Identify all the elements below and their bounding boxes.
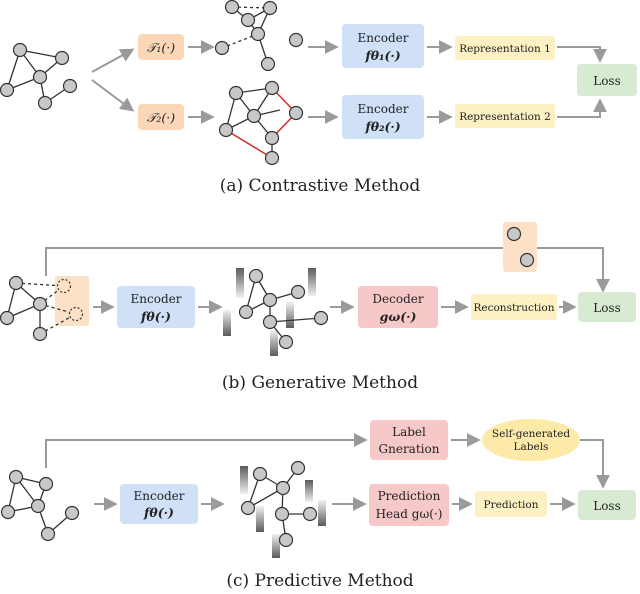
prediction-label: Prediction [484,499,539,511]
generative-decoder: Decoder gω(·) [358,286,438,328]
predictive-loss-label: Loss [593,499,621,513]
representation-2-box: Representation 2 [455,104,555,128]
prediction-head-box: Prediction Head gω(·) [369,484,449,526]
caption-generative: (b) Generative Method [222,373,418,393]
self-labels-line1: Self-generated [492,428,570,440]
augmentation-t2-box: 𝒯₂(·) [138,104,184,130]
caption-predictive: (c) Predictive Method [226,571,413,591]
encoder-2-func: fθ₂(·) [364,119,400,134]
predictive-input-graph [0,469,80,542]
decoder-title: Decoder [372,292,423,306]
label-generation-line2: Gneration [379,442,440,456]
predictive-encoder-title: Encoder [134,489,185,503]
contrastive-loss-box: Loss [577,64,637,96]
representation-1-label: Representation 1 [459,43,551,55]
caption-contrastive: (a) Contrastive Method [220,176,421,196]
contrastive-section: 𝒯₁(·) 𝒯₂(·) [0,0,637,196]
generative-input-graph [0,275,84,342]
generative-section: Encoder fθ(·) [0,222,636,393]
representation-2-label: Representation 2 [459,111,551,123]
label-generation-line1: Label [392,425,426,439]
contrastive-input-graph [0,42,78,111]
encoder-1-func: fθ₁(·) [364,48,400,63]
reconstruction-box: Reconstruction [471,294,557,320]
augmented-graph-1 [214,0,304,72]
contrastive-encoder-2: Encoder fθ₂(·) [342,95,424,139]
generative-loss-label: Loss [593,301,621,315]
label-generation-box: Label Gneration [370,420,448,460]
self-generated-labels: Self-generated Labels [482,419,580,461]
augmentation-t1-label: 𝒯₁(·) [147,40,175,55]
generative-encoder: Encoder fθ(·) [117,286,195,328]
representation-1-box: Representation 1 [455,36,555,60]
encoder-1-title: Encoder [358,31,409,45]
generative-embedded-graph [223,268,329,356]
self-labels-line2: Labels [514,441,549,453]
masked-nodes-box [503,222,537,272]
augmentation-t1-box: 𝒯₁(·) [138,34,184,60]
prediction-box: Prediction [475,491,547,517]
predictive-encoder: Encoder fθ(·) [120,484,198,524]
augmentation-t2-label: 𝒯₂(·) [147,110,175,125]
contrastive-encoder-1: Encoder fθ₁(·) [342,24,424,68]
reconstruction-label: Reconstruction [473,302,554,314]
predictive-encoder-func: fθ(·) [143,505,174,520]
generative-encoder-func: fθ(·) [140,309,171,324]
prediction-head-line2: Head gω(·) [376,507,443,521]
predictive-embedded-graph [240,460,326,558]
generative-encoder-title: Encoder [131,292,182,306]
contrastive-loss-label: Loss [593,74,621,88]
prediction-head-line1: Prediction [378,489,441,503]
predictive-section: Label Gneration Self-generated Labels En… [0,419,636,591]
augmented-graph-2 [218,80,304,166]
encoder-2-title: Encoder [358,102,409,116]
predictive-loss-box: Loss [578,490,636,520]
decoder-func: gω(·) [380,309,417,324]
generative-loss-box: Loss [578,292,636,322]
